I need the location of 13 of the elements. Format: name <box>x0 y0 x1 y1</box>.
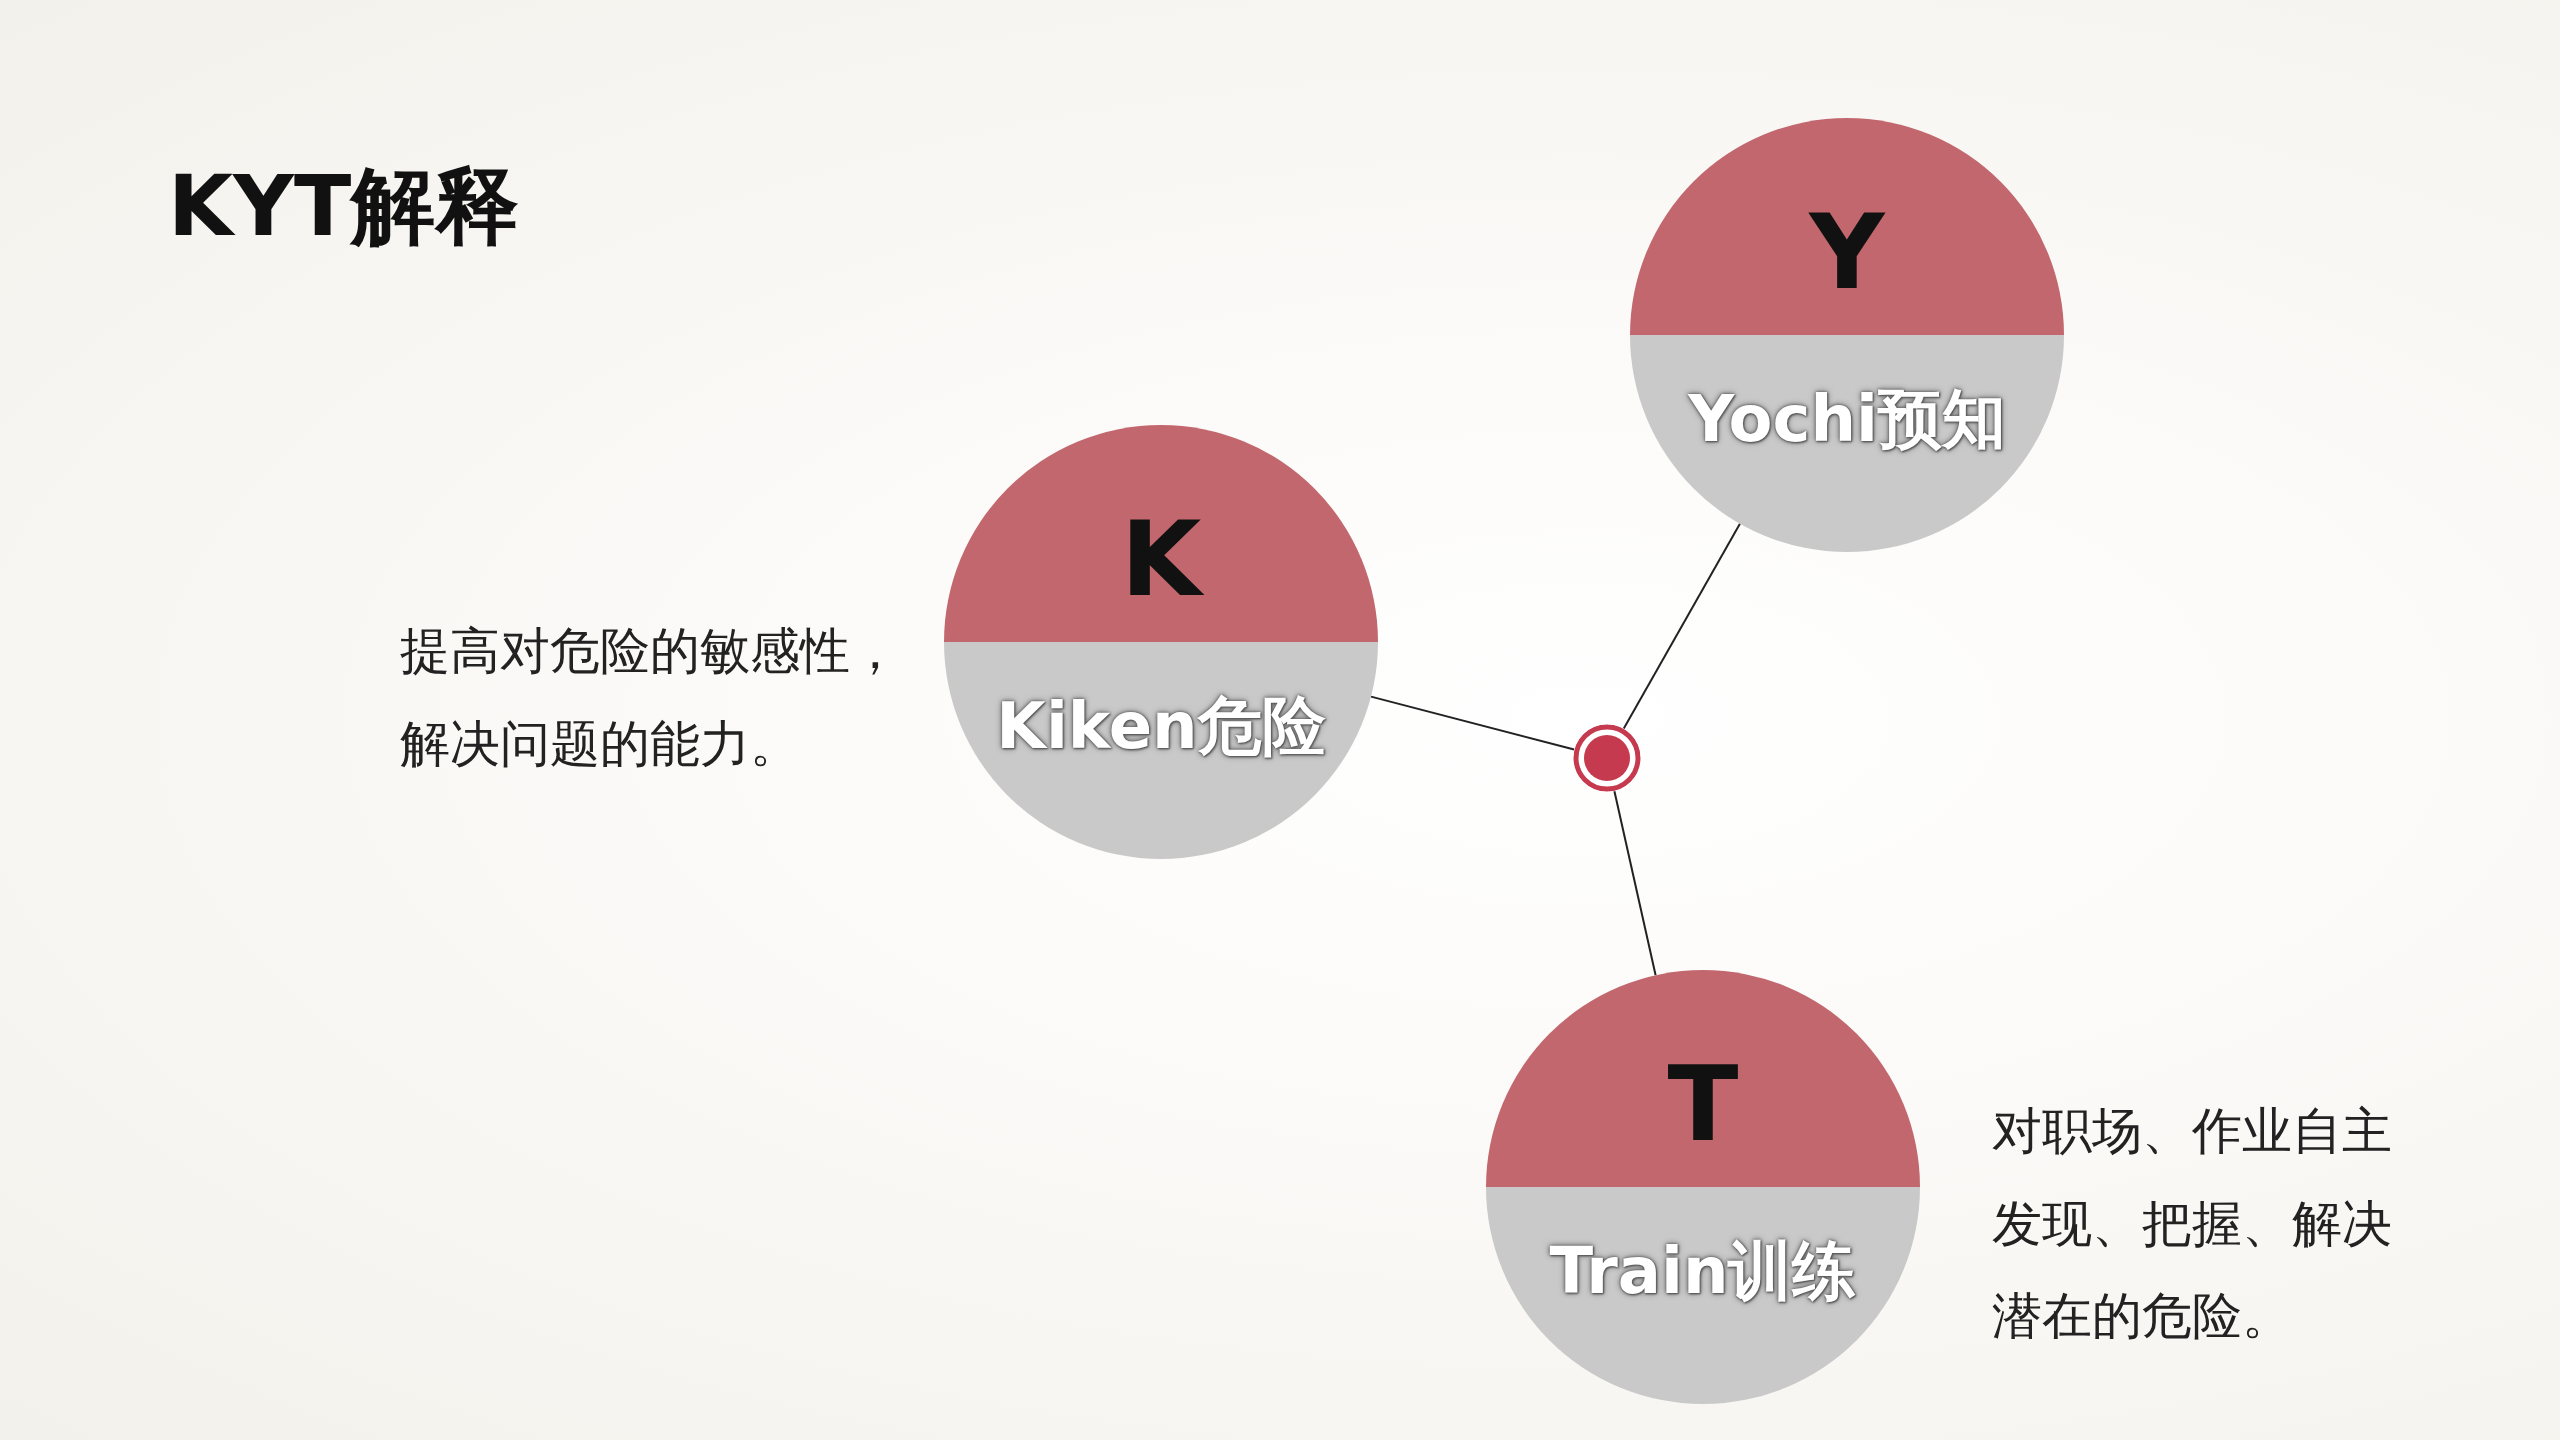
connector-line <box>1370 695 1576 751</box>
title: KYT解释 <box>168 156 520 257</box>
circle-letter: K <box>1119 507 1205 612</box>
circle-label: Yochi预知 <box>1686 387 2007 452</box>
circle-letter: T <box>1666 1052 1740 1157</box>
connector-line <box>1622 522 1741 730</box>
circle-letter: Y <box>1807 200 1887 305</box>
circle-label: Kiken危险 <box>995 694 1327 759</box>
hub-dot <box>1573 724 1641 792</box>
circle-label: Train训练 <box>1548 1239 1858 1304</box>
description-text: 提高对危险的敏感性，解决问题的能力。 <box>400 621 900 775</box>
connector-line <box>1613 790 1657 977</box>
description-text: 对职场、作业自主发现、把握、解决潜在的危险。 <box>1992 1101 2393 1347</box>
